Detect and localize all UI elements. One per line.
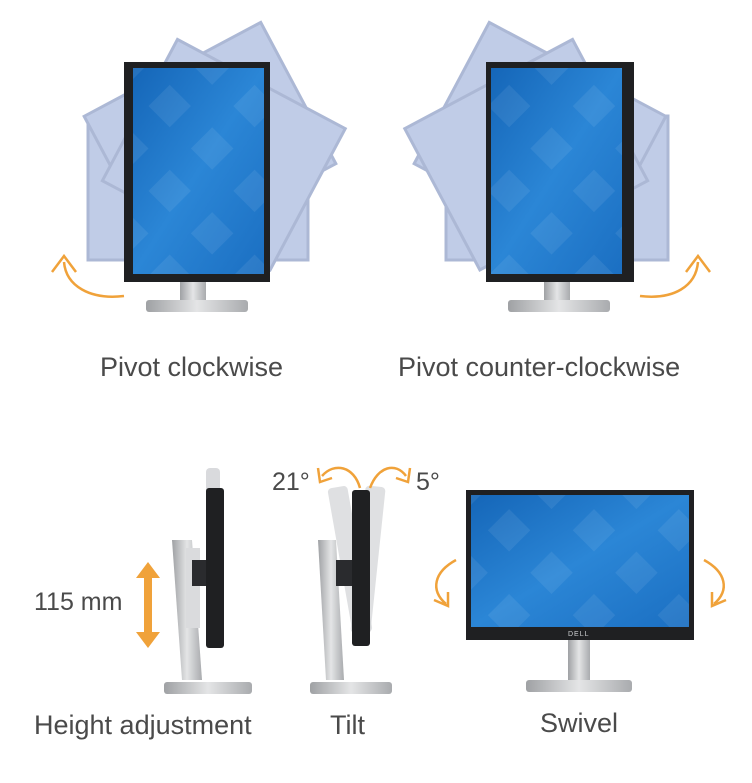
height-adjustment-illustration (136, 468, 252, 694)
stand-base (526, 680, 632, 692)
swivel-illustration (433, 490, 727, 692)
pivot-clockwise-illustration (51, 20, 348, 312)
swivel-left-arrow (435, 558, 457, 605)
tilt-forward-arrow (368, 466, 408, 489)
caption-tilt: Tilt (330, 710, 365, 740)
rotate-arrow (639, 261, 700, 298)
stand-base (310, 682, 392, 694)
monitor-side-profile (206, 488, 224, 648)
caption-swivel: Swivel (540, 708, 619, 738)
tilt-back-arrow (321, 466, 362, 489)
rotate-arrow (62, 261, 125, 298)
height-range-label: 115 mm (34, 588, 123, 616)
stand-base (508, 300, 610, 312)
tilt-illustration (310, 466, 412, 694)
stand-base (146, 300, 248, 312)
pivot-counter-clockwise-illustration (402, 20, 711, 312)
tilt-forward-label: 5° (416, 468, 440, 496)
stand-neck (568, 636, 590, 682)
caption-pivot-counter-clockwise: Pivot counter-clockwise (398, 352, 681, 382)
caption-height-adjustment: Height adjustment (34, 710, 252, 740)
monitor-side-profile (352, 490, 370, 646)
swivel-right-arrow (703, 558, 725, 605)
stand-base (164, 682, 252, 694)
brand-logo: DELL (568, 631, 590, 638)
tilt-back-label: 21° (272, 468, 310, 496)
caption-pivot-clockwise: Pivot clockwise (100, 352, 284, 382)
